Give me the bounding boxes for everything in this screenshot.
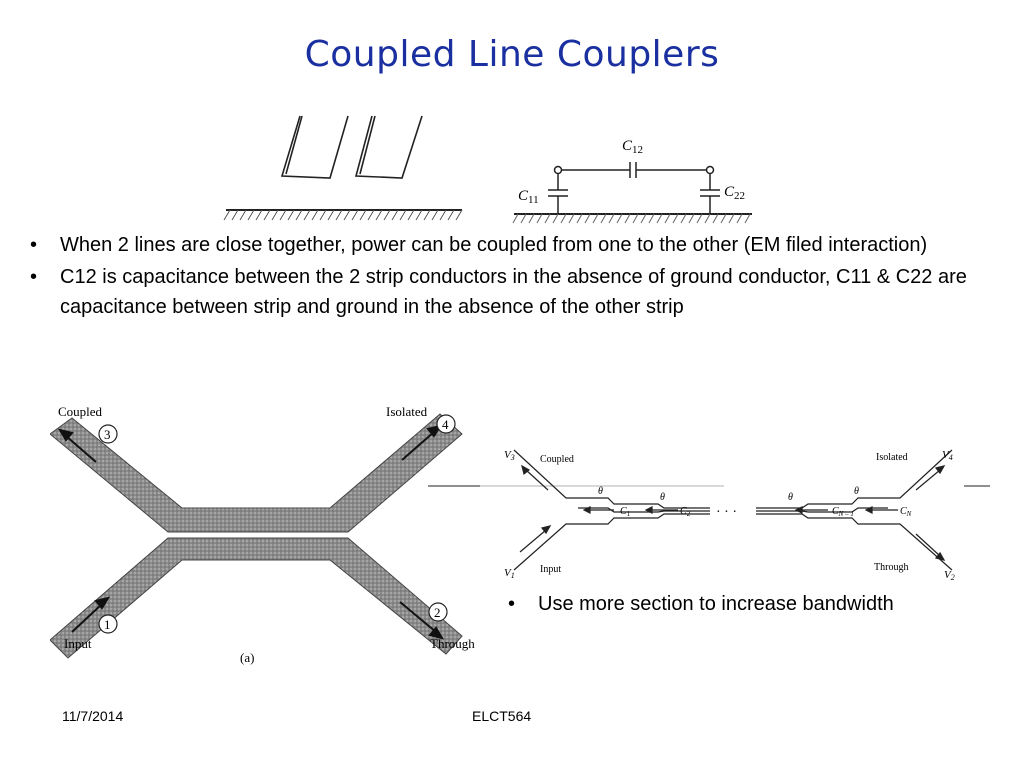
v3-label: V3 xyxy=(504,449,515,462)
footer-date: 11/7/2014 xyxy=(62,708,124,724)
v1-label: V1 xyxy=(504,567,515,580)
port-4-number: 4 xyxy=(442,417,449,432)
capacitance-circuit-figure: C12 C11 C22 xyxy=(512,138,752,224)
theta-label: θ xyxy=(788,492,793,503)
v4-label: V4 xyxy=(942,449,953,462)
through-port-label: Through xyxy=(430,636,475,651)
bullet-text: Use more section to increase bandwidth xyxy=(538,593,894,615)
isolated-port-label: Isolated xyxy=(386,404,428,419)
bullet-item: • When 2 lines are close together, power… xyxy=(30,230,1005,260)
c1-label: C1 xyxy=(620,506,631,518)
coupler-layout-figure: Coupled Isolated Input Through 3 4 1 2 (… xyxy=(50,404,475,665)
through-port-label: Through xyxy=(874,562,908,573)
section-ellipsis: · · · xyxy=(716,505,737,520)
port-1-number: 1 xyxy=(104,617,111,632)
bullet-list: • When 2 lines are close together, power… xyxy=(30,230,1005,324)
side-bullet: • Use more section to increase bandwidth xyxy=(508,589,894,619)
port-3-number: 3 xyxy=(104,427,111,442)
coupled-port-label: Coupled xyxy=(540,454,574,465)
bullet-item: • C12 is capacitance between the 2 strip… xyxy=(30,262,1005,322)
v2-label: V2 xyxy=(944,569,955,582)
cn-minus-1-label: CN – 1 xyxy=(832,506,854,518)
c2-label: C2 xyxy=(680,506,691,518)
slide-title: Coupled Line Couplers xyxy=(304,34,720,75)
bullet-text: C12 is capacitance between the 2 strip c… xyxy=(60,266,967,318)
c12-label: C12 xyxy=(622,138,643,156)
bullet-marker: • xyxy=(30,234,38,256)
bullet-marker: • xyxy=(508,593,516,615)
theta-label: θ xyxy=(854,486,859,497)
c22-label: C22 xyxy=(724,184,745,202)
cn-label: CN xyxy=(900,506,912,518)
bullet-marker: • xyxy=(30,266,38,288)
input-port-label: Input xyxy=(64,636,92,651)
coupled-port-label: Coupled xyxy=(58,404,103,419)
isolated-port-label: Isolated xyxy=(876,452,908,463)
footer-course: ELCT564 xyxy=(472,708,532,724)
multisection-coupler-figure: · · · V3 Coupled Isolated V4 V1 Input Th… xyxy=(428,449,990,582)
input-port-label: Input xyxy=(540,564,561,575)
figure-caption: (a) xyxy=(240,650,254,665)
port-2-number: 2 xyxy=(434,605,441,620)
theta-label: θ xyxy=(660,492,665,503)
parallel-strips-figure xyxy=(223,115,463,221)
bullet-text: When 2 lines are close together, power c… xyxy=(60,234,928,256)
c11-label: C11 xyxy=(518,188,539,206)
theta-label: θ xyxy=(598,486,603,497)
